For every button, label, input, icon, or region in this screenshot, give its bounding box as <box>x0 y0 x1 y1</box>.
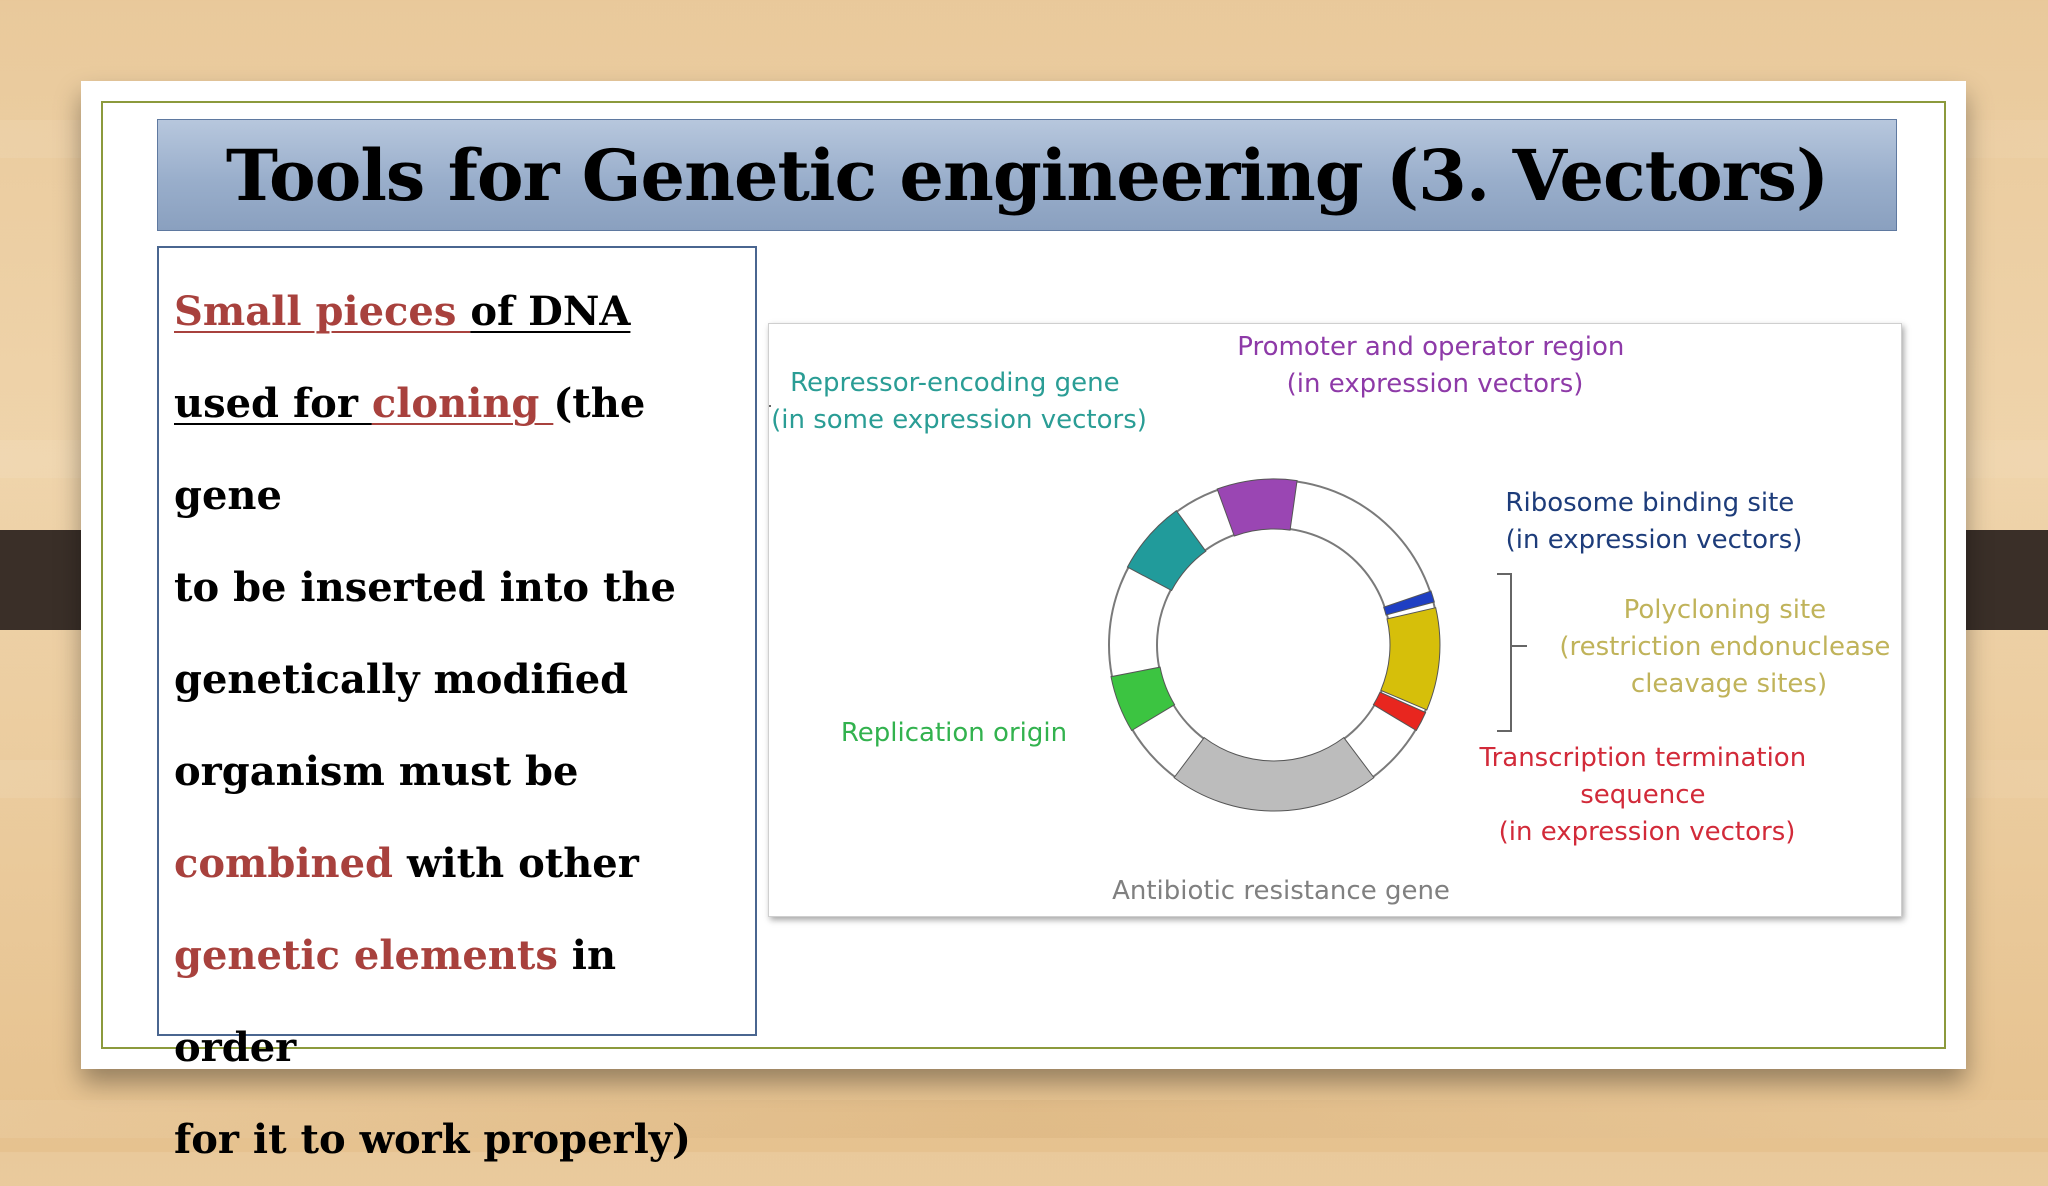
promoter-label: Promoter and operator region (in express… <box>1237 332 1632 399</box>
polycloning-segment <box>1380 607 1441 711</box>
highlight-genetic-elements: genetic elements <box>174 932 558 979</box>
description-line: genetically modified <box>174 656 629 703</box>
title-bar: Tools for Genetic engineering (3. Vector… <box>157 119 1897 231</box>
description-box: Small pieces of DNA used for cloning (th… <box>157 246 757 1163</box>
highlight-cloning: cloning <box>371 380 554 427</box>
slide: Tools for Genetic engineering (3. Vector… <box>81 81 1966 1163</box>
promoter-segment <box>1216 478 1298 537</box>
text-of-dna: of DNA <box>470 288 631 335</box>
ribosome-label: Ribosome binding site (in expression vec… <box>1505 488 1802 555</box>
description-line: combined with other <box>174 818 743 910</box>
description-line: used for cloning (the gene <box>174 358 743 542</box>
text-with-other: with other <box>393 840 639 887</box>
termination-label: Transcription termination sequence (in e… <box>1479 743 1815 847</box>
description-line: organism must be <box>174 748 579 795</box>
ribosome-binding-segment <box>1383 590 1435 616</box>
antibiotic-segment <box>1173 736 1375 812</box>
repressor-label: Repressor-encoding gene (in some express… <box>771 368 1147 435</box>
highlight-combined: combined <box>174 840 394 887</box>
text-the-gene: (the gene <box>174 380 646 519</box>
wood-grain <box>0 1100 2048 1138</box>
repressor-segment <box>1126 510 1207 592</box>
polycloning-label: Polycloning site (restriction endonuclea… <box>1559 595 1898 699</box>
description-line: for it to work properly) <box>174 1116 691 1163</box>
vector-diagram: Promoter and operator region (in express… <box>768 323 1902 917</box>
text-used-for: used for <box>174 380 372 427</box>
highlight-small-pieces: Small pieces <box>174 288 471 335</box>
slide-title: Tools for Genetic engineering (3. Vector… <box>225 133 1829 217</box>
replication-segment <box>1110 666 1176 732</box>
text-in-order: in order <box>174 932 617 1071</box>
description-line: Small pieces of DNA <box>174 266 743 358</box>
antibiotic-label: Antibiotic resistance gene <box>1112 876 1450 906</box>
description-line: to be inserted into the <box>174 564 676 611</box>
polycloning-bracket <box>1497 573 1527 732</box>
termination-segment <box>1372 691 1427 732</box>
description-line: genetic elements in order <box>174 910 743 1094</box>
replication-label: Replication origin <box>841 718 1067 748</box>
slide-frame <box>101 101 1946 1049</box>
